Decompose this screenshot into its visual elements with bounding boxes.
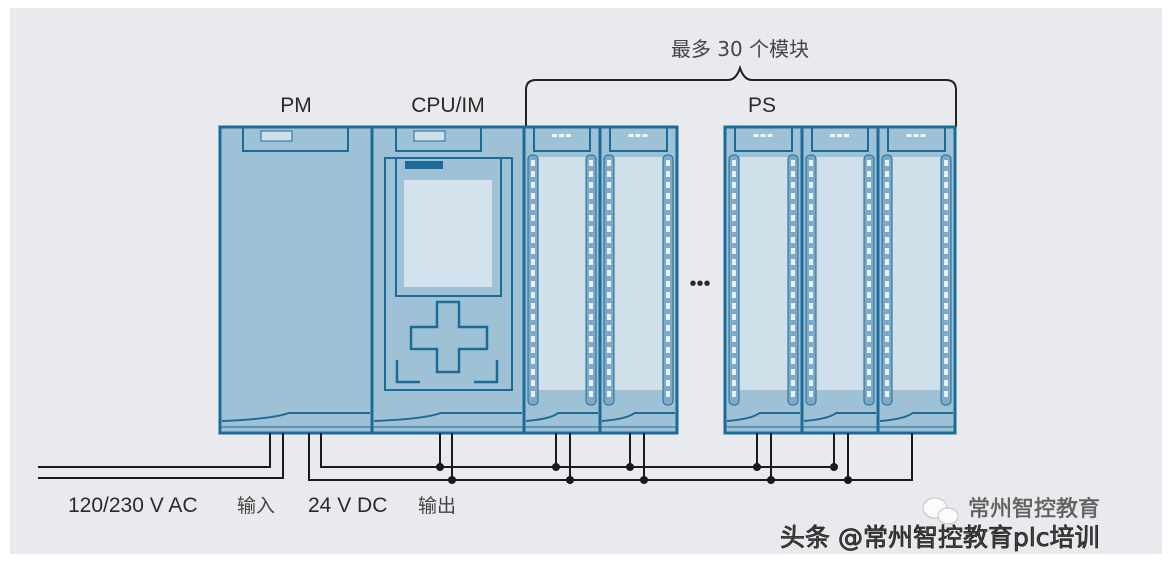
signal-module-3	[723, 125, 804, 435]
max-modules-label: 最多 30 个模块	[671, 37, 809, 61]
pm-label: PM	[280, 94, 312, 117]
junction-dot	[767, 476, 775, 484]
toutiao-watermark: 头条 @常州智控教育plc培训	[780, 523, 1100, 552]
wechat-name: 常州智控教育	[968, 497, 1100, 522]
junction-dot	[640, 476, 648, 484]
label-strip	[816, 157, 864, 390]
junction-dot	[626, 463, 634, 471]
more-modules-ellipsis: •••	[689, 273, 710, 295]
signal-module-5	[876, 125, 957, 435]
label-strip	[892, 157, 941, 390]
junction-dot	[566, 476, 574, 484]
cpu-module	[370, 125, 526, 435]
dc-output-value: 24 V DC	[308, 494, 387, 517]
junction-dot	[436, 463, 444, 471]
wechat-watermark: 常州智控教育	[922, 497, 1100, 525]
signal-module-4	[800, 125, 880, 435]
module-group-brace	[525, 64, 957, 127]
display-screen	[404, 180, 492, 287]
junction-dot	[844, 476, 852, 484]
ac-input-value: 120/230 V AC	[68, 494, 198, 517]
power-module-pm	[218, 125, 374, 435]
label-strip	[739, 157, 788, 390]
junction-dot	[753, 463, 761, 471]
junction-dot	[552, 463, 560, 471]
signal-module-1	[522, 125, 602, 435]
wechat-icon	[922, 497, 959, 525]
status-leds	[260, 130, 293, 142]
status-leds	[413, 130, 446, 142]
navigation-cross	[409, 300, 489, 374]
display-header	[405, 161, 443, 169]
cpu-im-label: CPU/IM	[411, 94, 485, 117]
label-strip	[538, 157, 586, 390]
junction-dot	[830, 463, 838, 471]
ps-label: PS	[748, 94, 776, 117]
wiring	[38, 433, 913, 484]
label-strip	[614, 157, 663, 390]
junction-dot	[448, 476, 456, 484]
signal-module-2	[598, 125, 679, 435]
ac-input-word: 输入	[237, 495, 275, 517]
dc-output-word: 输出	[418, 495, 456, 517]
